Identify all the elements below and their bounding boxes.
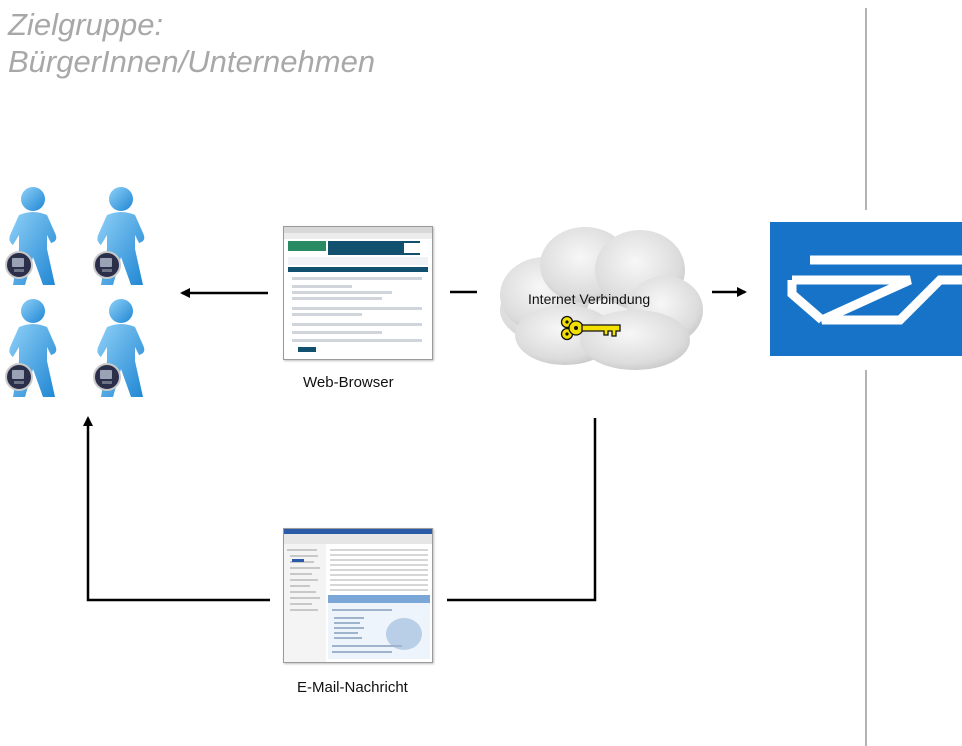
page-title: Zielgruppe: BürgerInnen/Unternehmen: [8, 6, 375, 80]
title-line-2: BürgerInnen/Unternehmen: [8, 44, 376, 79]
user-icon-4: [93, 298, 146, 398]
email-caption: E-Mail-Nachricht: [297, 679, 408, 696]
user-icon-1: [5, 186, 58, 286]
email-client-screenshot: [283, 528, 433, 663]
envelope-logo-icon: [787, 255, 962, 325]
cloud-icon: [500, 227, 703, 370]
vertical-divider: [865, 8, 867, 746]
key-icon: [560, 315, 621, 341]
browser-window-icon: [284, 227, 432, 352]
user-group: [5, 186, 146, 398]
user-icon-3: [5, 298, 58, 398]
line-cloud-to-email: [447, 418, 597, 602]
user-icon-2: [93, 186, 146, 286]
browser-caption: Web-Browser: [303, 374, 394, 391]
email-window-icon: [284, 529, 432, 662]
brand-logo: [770, 222, 962, 356]
title-line-1: Zielgruppe:: [8, 7, 164, 42]
arrow-email-to-users: [83, 416, 270, 602]
web-browser-screenshot: [283, 226, 433, 360]
internet-label: Internet Verbindung: [528, 291, 651, 307]
